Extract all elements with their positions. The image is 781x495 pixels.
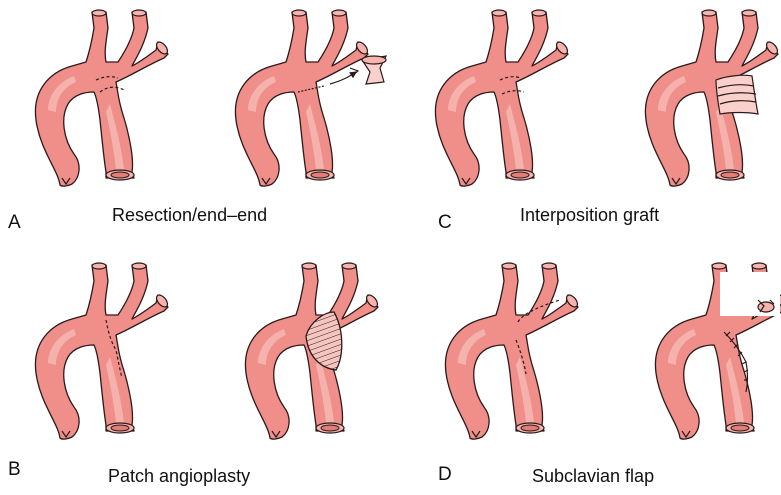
panel-c-letter: C [438, 212, 452, 233]
panel-b-before-diagram [34, 262, 171, 440]
panel-d-before-diagram [444, 262, 581, 440]
panel-d-caption: Subclavian flap [532, 466, 655, 486]
panel-d-letter: D [438, 464, 452, 485]
panel-b-letter: B [8, 459, 21, 480]
panel-c-caption: Interposition graft [520, 205, 660, 225]
panel-a-before-diagram [34, 9, 171, 187]
panel-b-caption: Patch angioplasty [108, 466, 251, 486]
panel-d-after-diagram [654, 262, 781, 440]
panel-a-caption: Resection/end–end [112, 205, 268, 225]
panel-b-after-diagram [244, 262, 381, 440]
panel-c-before-diagram [434, 9, 571, 187]
panel-a-after-diagram [234, 9, 388, 187]
panel-c-after-diagram [644, 9, 781, 187]
panel-a-letter: A [8, 212, 21, 233]
